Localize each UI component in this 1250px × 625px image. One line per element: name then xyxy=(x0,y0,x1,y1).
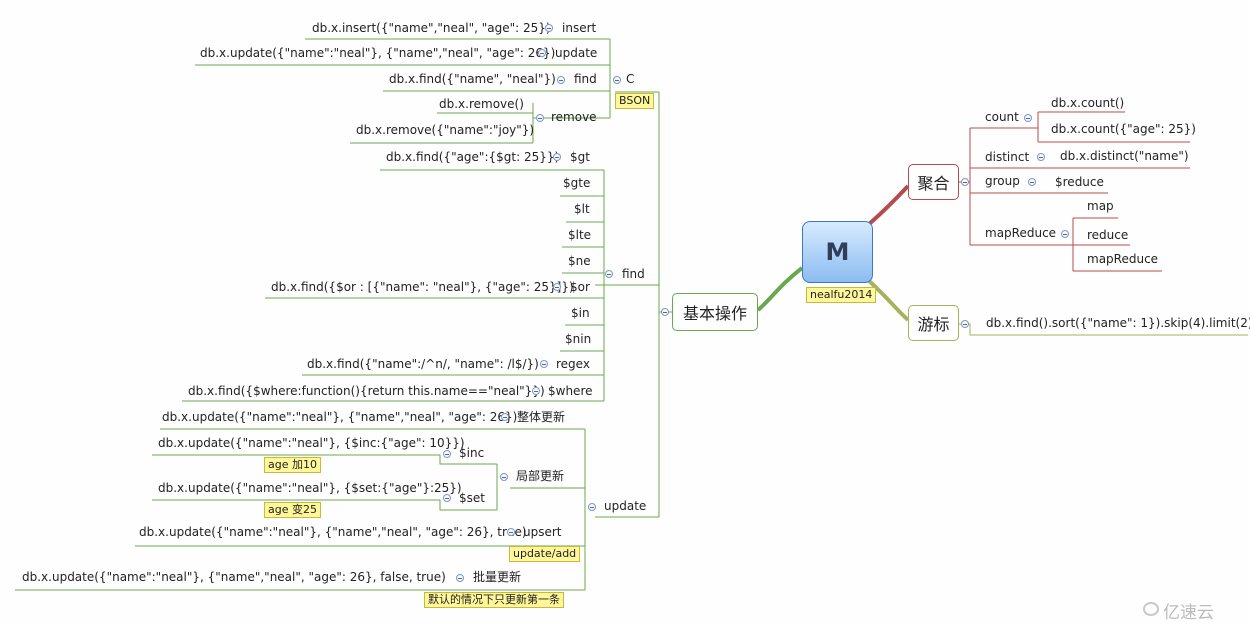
c-find-label: find xyxy=(574,72,597,86)
collapse-icon[interactable] xyxy=(443,450,451,458)
where-code: db.x.find({$where:function(){return this… xyxy=(188,384,545,398)
remove-code-2: db.x.remove({"name":"joy"}) xyxy=(356,123,535,137)
agg-node[interactable]: 聚合 xyxy=(908,164,959,200)
update-label: update xyxy=(604,499,647,513)
lte-label: $lte xyxy=(568,228,592,242)
remove-label: remove xyxy=(551,110,597,124)
c-note: BSON xyxy=(615,93,655,109)
c-find-code: db.x.find({"name", "neal"}) xyxy=(389,72,556,86)
collapse-icon[interactable] xyxy=(605,270,613,278)
partial-label: 局部更新 xyxy=(516,469,565,483)
collapse-icon[interactable] xyxy=(1061,230,1069,238)
or-label: $or xyxy=(570,280,590,294)
root-label: M xyxy=(825,238,850,266)
collapse-icon[interactable] xyxy=(536,114,544,122)
distinct-label: distinct xyxy=(985,150,1030,164)
whole-code: db.x.update({"name":"neal"}, {"name","ne… xyxy=(162,410,518,424)
collapse-icon[interactable] xyxy=(961,320,969,328)
collapse-icon[interactable] xyxy=(553,283,561,291)
gt-label: $gt xyxy=(570,150,590,164)
upsert-note: update/add xyxy=(509,546,581,562)
set-code: db.x.update({"name":"neal"}, {$set:{"age… xyxy=(158,481,462,495)
inc-label: $inc xyxy=(459,446,485,460)
lt-label: $lt xyxy=(574,202,590,216)
collapse-icon[interactable] xyxy=(532,387,540,395)
where-label: $where xyxy=(548,384,593,398)
collapse-icon[interactable] xyxy=(613,76,621,84)
group-code: $reduce xyxy=(1055,175,1104,189)
collapse-icon[interactable] xyxy=(1024,114,1032,122)
collapse-icon[interactable] xyxy=(545,24,553,32)
collapse-icon[interactable] xyxy=(500,473,508,481)
batch-code: db.x.update({"name":"neal"}, {"name","ne… xyxy=(22,570,446,584)
reduce-label: reduce xyxy=(1087,228,1129,242)
mapreduce-item-label: mapReduce xyxy=(1087,252,1159,266)
crud-node[interactable]: 基本操作 xyxy=(672,293,758,331)
distinct-code: db.x.distinct("name") xyxy=(1060,149,1189,163)
find-label: find xyxy=(622,267,645,281)
collapse-icon[interactable] xyxy=(961,178,969,186)
collapse-icon[interactable] xyxy=(456,574,464,582)
cursor-label: 游标 xyxy=(917,315,950,334)
mapreduce-label: mapReduce xyxy=(985,226,1057,240)
inc-code: db.x.update({"name":"neal"}, {$inc:{"age… xyxy=(158,436,465,450)
agg-label: 聚合 xyxy=(917,174,950,193)
c-label: C xyxy=(626,72,635,86)
group-label: group xyxy=(985,174,1020,188)
collapse-icon[interactable] xyxy=(553,153,561,161)
remove-code-1: db.x.remove() xyxy=(439,97,524,111)
collapse-icon[interactable] xyxy=(1037,153,1045,161)
cursor-node[interactable]: 游标 xyxy=(908,305,959,341)
collapse-icon[interactable] xyxy=(443,494,451,502)
insert-label: insert xyxy=(562,21,597,35)
cursor-code: db.x.find().sort({"name": 1}).skip(4).li… xyxy=(986,316,1250,330)
count-code-2: db.x.count({"age": 25}) xyxy=(1051,122,1196,136)
root-node[interactable]: M xyxy=(802,221,873,283)
crud-label: 基本操作 xyxy=(682,304,747,323)
set-note: age 变25 xyxy=(264,502,321,518)
gte-label: $gte xyxy=(563,176,591,190)
insert-code: db.x.insert({"name","neal", "age": 25}) xyxy=(312,21,551,35)
watermark-logo-icon xyxy=(1143,602,1159,616)
inc-note: age 加10 xyxy=(264,457,321,473)
watermark: 亿速云 xyxy=(1163,603,1214,623)
collapse-icon[interactable] xyxy=(1028,178,1036,186)
collapse-icon[interactable] xyxy=(507,528,515,536)
regex-code: db.x.find({"name":/^n/, "name": /l$/}) xyxy=(307,357,539,371)
collapse-icon[interactable] xyxy=(588,503,596,511)
collapse-icon[interactable] xyxy=(661,308,669,316)
upsert-code: db.x.update({"name":"neal"}, {"name","ne… xyxy=(139,525,527,539)
batch-label: 批量更新 xyxy=(473,570,522,584)
regex-label: regex xyxy=(556,357,590,371)
map-label: map xyxy=(1087,199,1114,213)
root-note: nealfu2014 xyxy=(806,287,877,303)
set-label: $set xyxy=(459,491,485,505)
whole-label: 整体更新 xyxy=(517,410,566,424)
collapse-icon[interactable] xyxy=(557,76,565,84)
in-label: $in xyxy=(571,306,590,320)
nin-label: $nin xyxy=(565,332,592,346)
collapse-icon[interactable] xyxy=(501,413,509,421)
or-code: db.x.find({$or : [{"name": "neal"}, {"ag… xyxy=(271,280,574,294)
count-label: count xyxy=(985,110,1019,124)
c-update-code: db.x.update({"name":"neal"}, {"name","ne… xyxy=(200,46,556,60)
ne-label: $ne xyxy=(568,254,591,268)
upsert-label: upsert xyxy=(523,525,562,539)
batch-note: 默认的情况下只更新第一条 xyxy=(424,592,564,608)
gt-code: db.x.find({"age":{$gt: 25}}) xyxy=(386,150,560,164)
c-update-label: update xyxy=(555,46,598,60)
collapse-icon[interactable] xyxy=(540,360,548,368)
collapse-icon[interactable] xyxy=(538,49,546,57)
count-code-1: db.x.count() xyxy=(1051,96,1125,110)
